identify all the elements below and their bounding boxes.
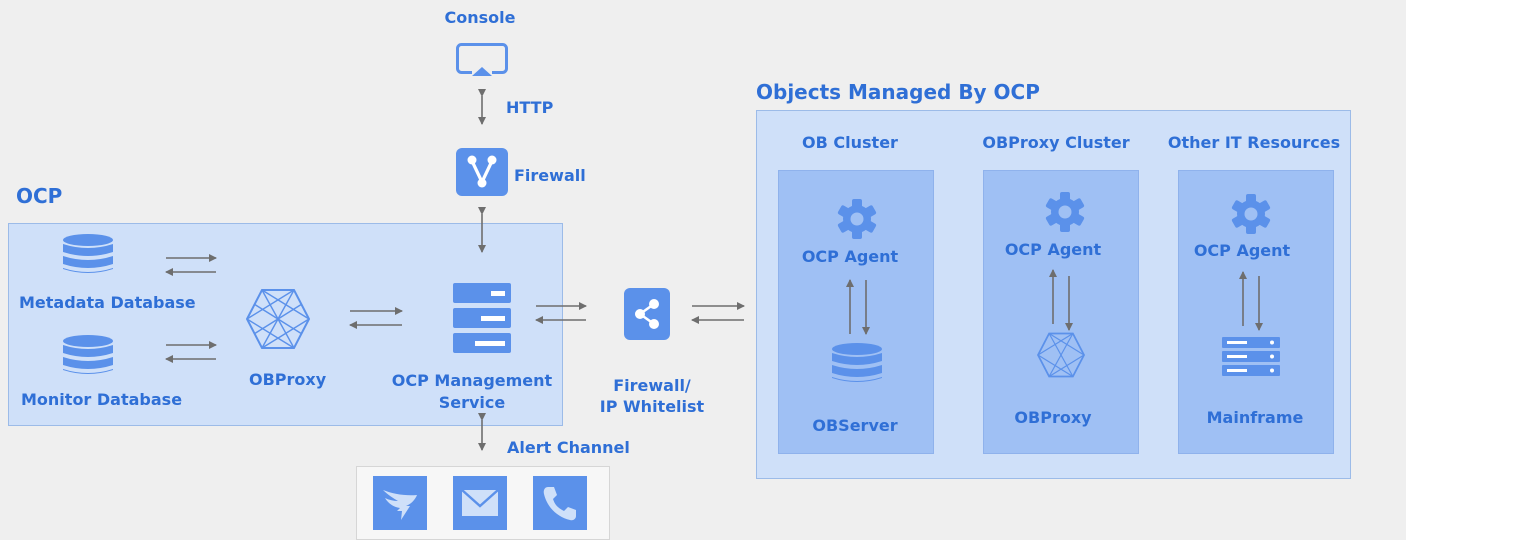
mainframe-label: Mainframe — [1206, 408, 1304, 427]
ocp-mgmt-line2: Service — [438, 393, 506, 412]
obproxy-cluster-heading: OBProxy Cluster — [982, 133, 1130, 152]
firewall-branch-icon — [456, 148, 508, 196]
database-icon — [62, 233, 114, 275]
http-label: HTTP — [506, 98, 554, 117]
gear-icon — [836, 198, 878, 240]
obproxy-target-label: OBProxy — [1014, 408, 1092, 427]
gear-icon — [1044, 191, 1086, 233]
metadata-database-label: Metadata Database — [19, 293, 196, 312]
phone-icon — [533, 476, 587, 530]
connector-arrows — [165, 89, 1263, 451]
firewall-whitelist-line2: IP Whitelist — [599, 397, 705, 416]
console-label: Console — [444, 8, 516, 27]
other-resources-heading: Other IT Resources — [1167, 133, 1341, 152]
database-icon — [62, 334, 114, 376]
ob-cluster-agent-label: OCP Agent — [801, 247, 899, 266]
obproxy-cluster-agent-label: OCP Agent — [1004, 240, 1102, 259]
architecture-diagram: Console HTTP Firewall OCP — [0, 0, 1406, 540]
ocp-title: OCP — [16, 184, 63, 208]
hexagon-proxy-icon — [246, 288, 310, 350]
ocp-mgmt-line1: OCP Management — [391, 371, 553, 390]
ob-cluster-heading: OB Cluster — [802, 133, 898, 152]
alert-channel-label: Alert Channel — [507, 438, 630, 457]
mainframe-icon — [1222, 337, 1280, 377]
share-icon — [624, 288, 670, 340]
obproxy-label: OBProxy — [249, 370, 327, 389]
database-icon — [830, 342, 884, 384]
other-resources-agent-label: OCP Agent — [1193, 241, 1291, 260]
monitor-icon — [456, 43, 508, 77]
managed-objects-title: Objects Managed By OCP — [756, 80, 1040, 104]
mail-icon — [453, 476, 507, 530]
hexagon-proxy-icon — [1037, 332, 1085, 378]
firewall-whitelist-line1: Firewall/ — [613, 376, 691, 395]
observer-label: OBServer — [812, 416, 898, 435]
dingtalk-icon — [373, 476, 427, 530]
monitor-database-label: Monitor Database — [21, 390, 183, 409]
gear-icon — [1230, 193, 1272, 235]
server-stack-icon — [453, 283, 511, 353]
firewall-label: Firewall — [514, 166, 586, 185]
